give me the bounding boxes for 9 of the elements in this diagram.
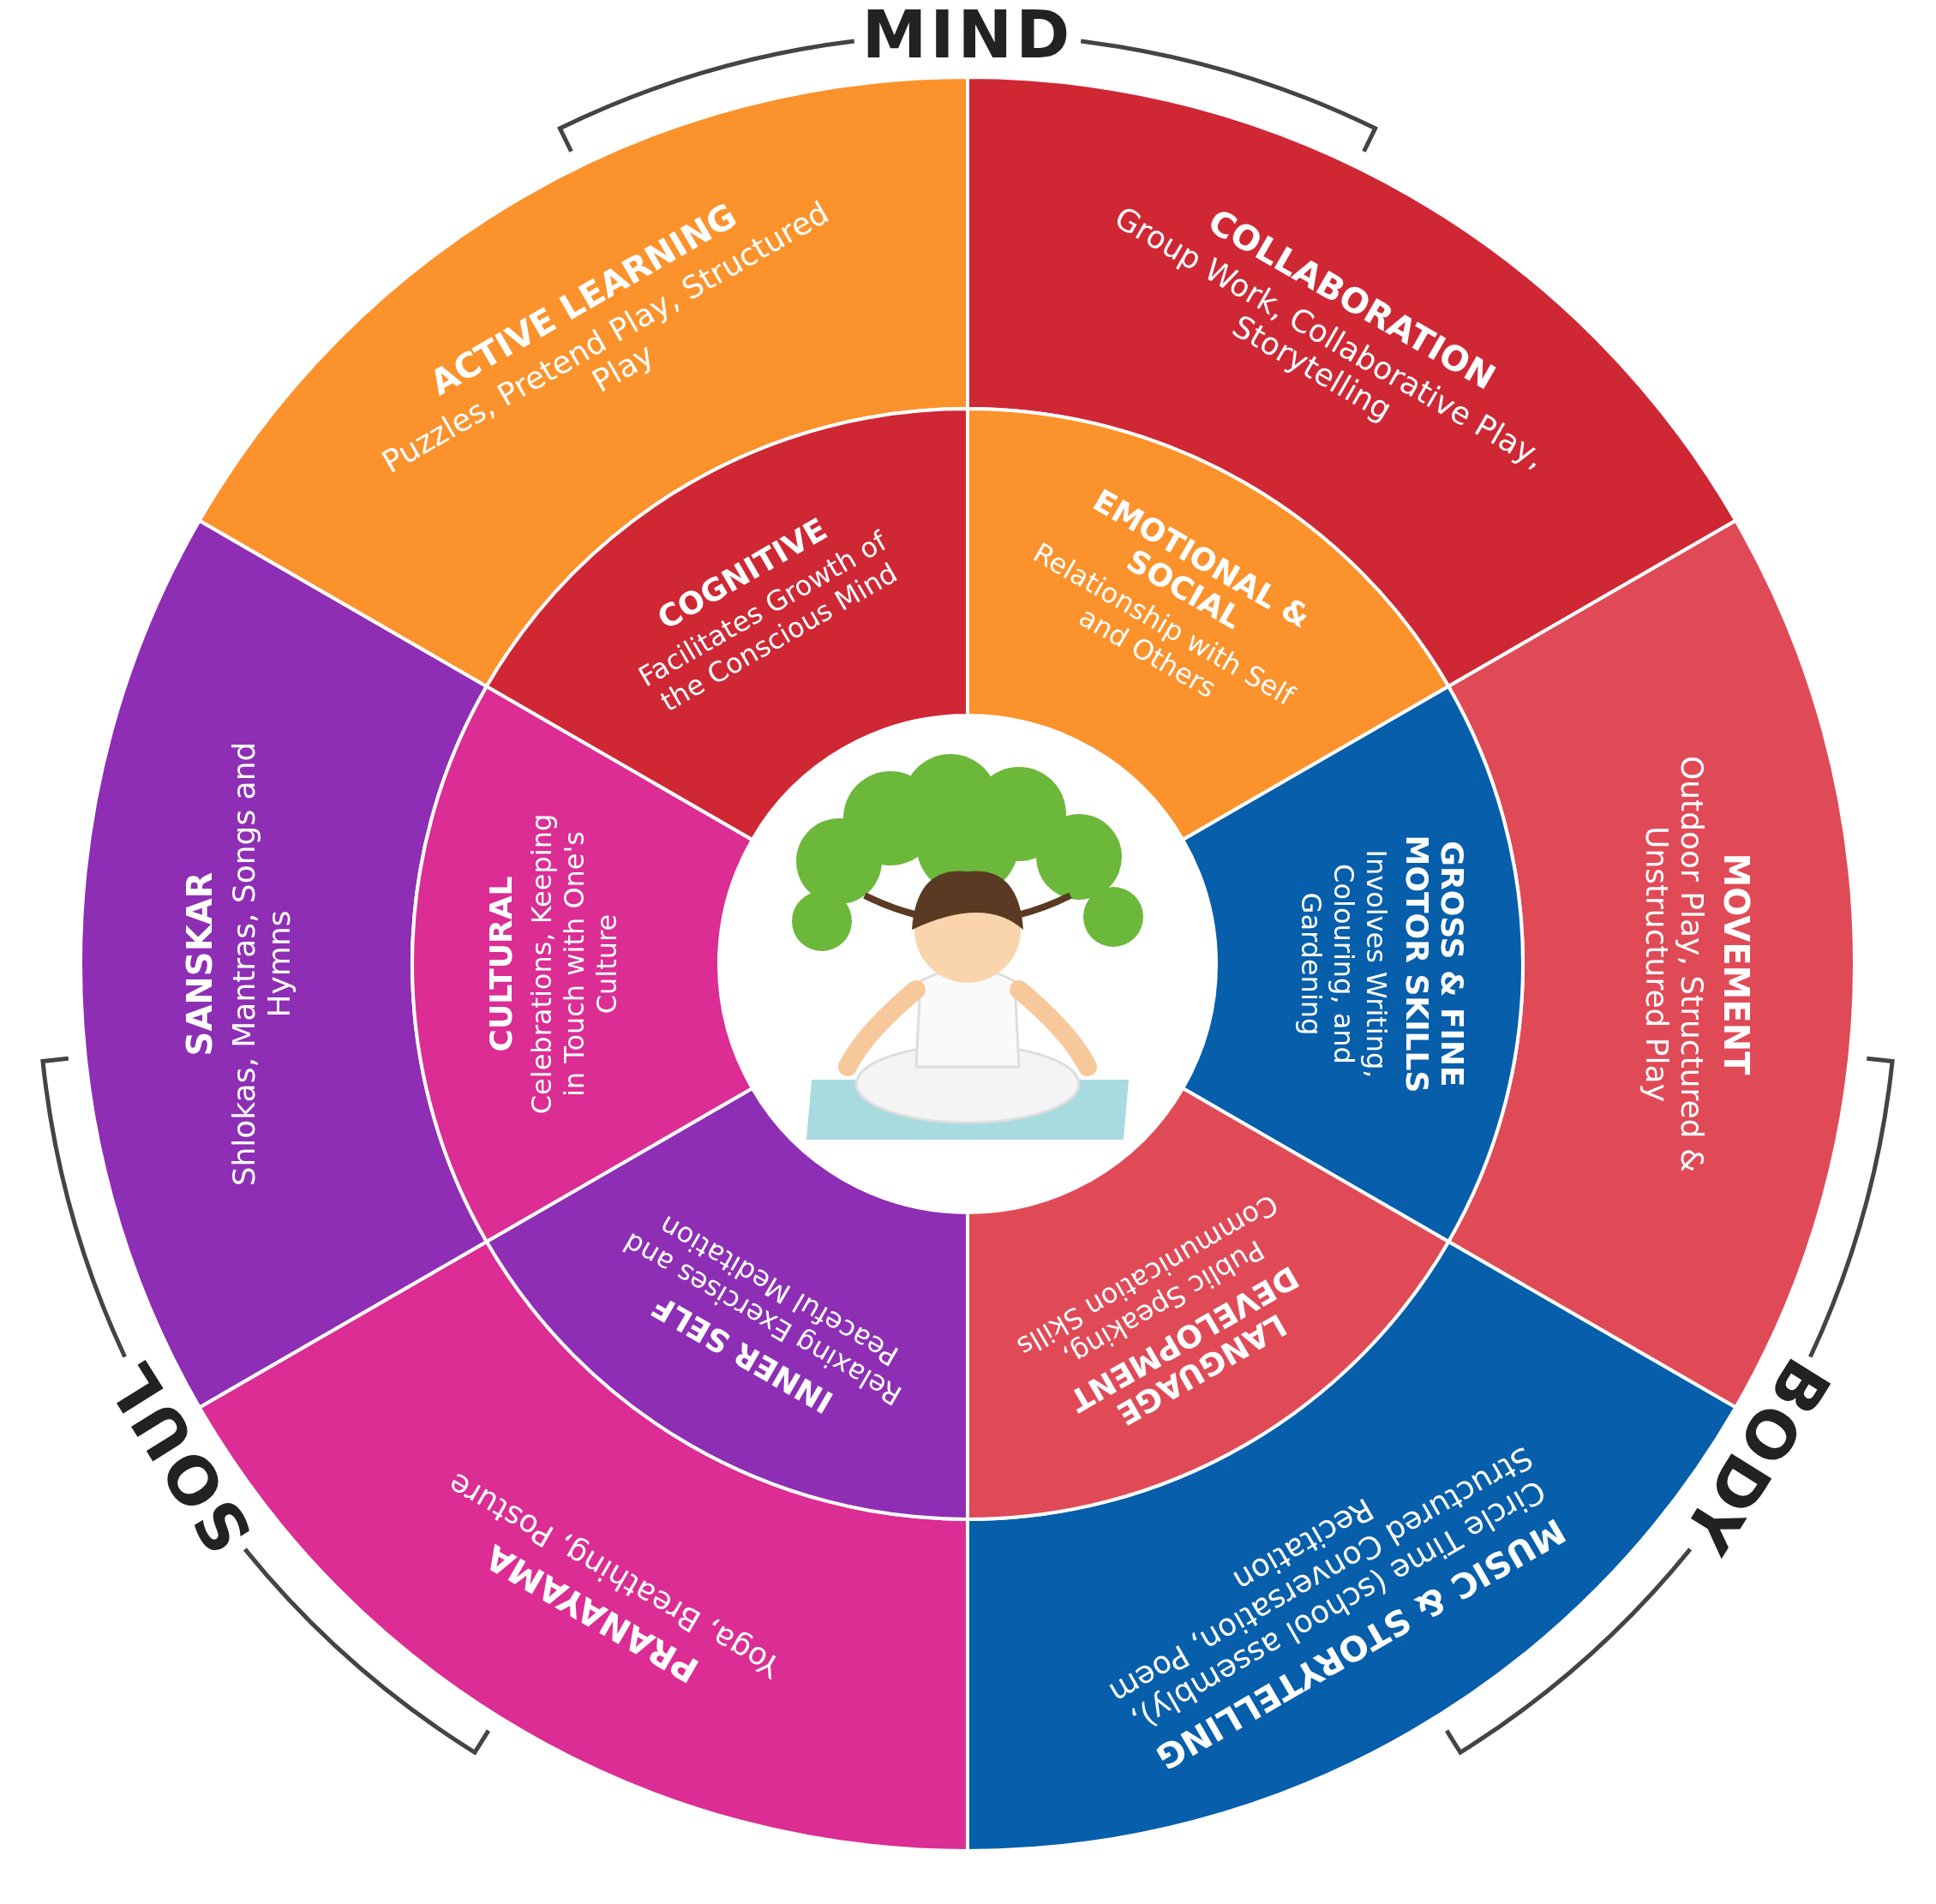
segment-description: Involves Writing, Colouring, and Gardening [1295, 848, 1393, 1081]
segment-description: Celebrations, Keeping in Touch with One's Culture [524, 812, 623, 1117]
segment-description: Outdoor Play, Structured & Unstructured Play [1639, 754, 1710, 1175]
section-heading: MIND [861, 0, 1074, 73]
segment-heading: GROSS & FINE MOTOR SKILLS [1400, 834, 1470, 1095]
segment-heading: SANSKAR [179, 871, 219, 1058]
segment-description: Shlokas, Mantras, Songs and Hymns [225, 740, 297, 1189]
segment-heading: CULTURAL [483, 875, 518, 1054]
segment-heading: MOVEMENT [1716, 852, 1756, 1077]
